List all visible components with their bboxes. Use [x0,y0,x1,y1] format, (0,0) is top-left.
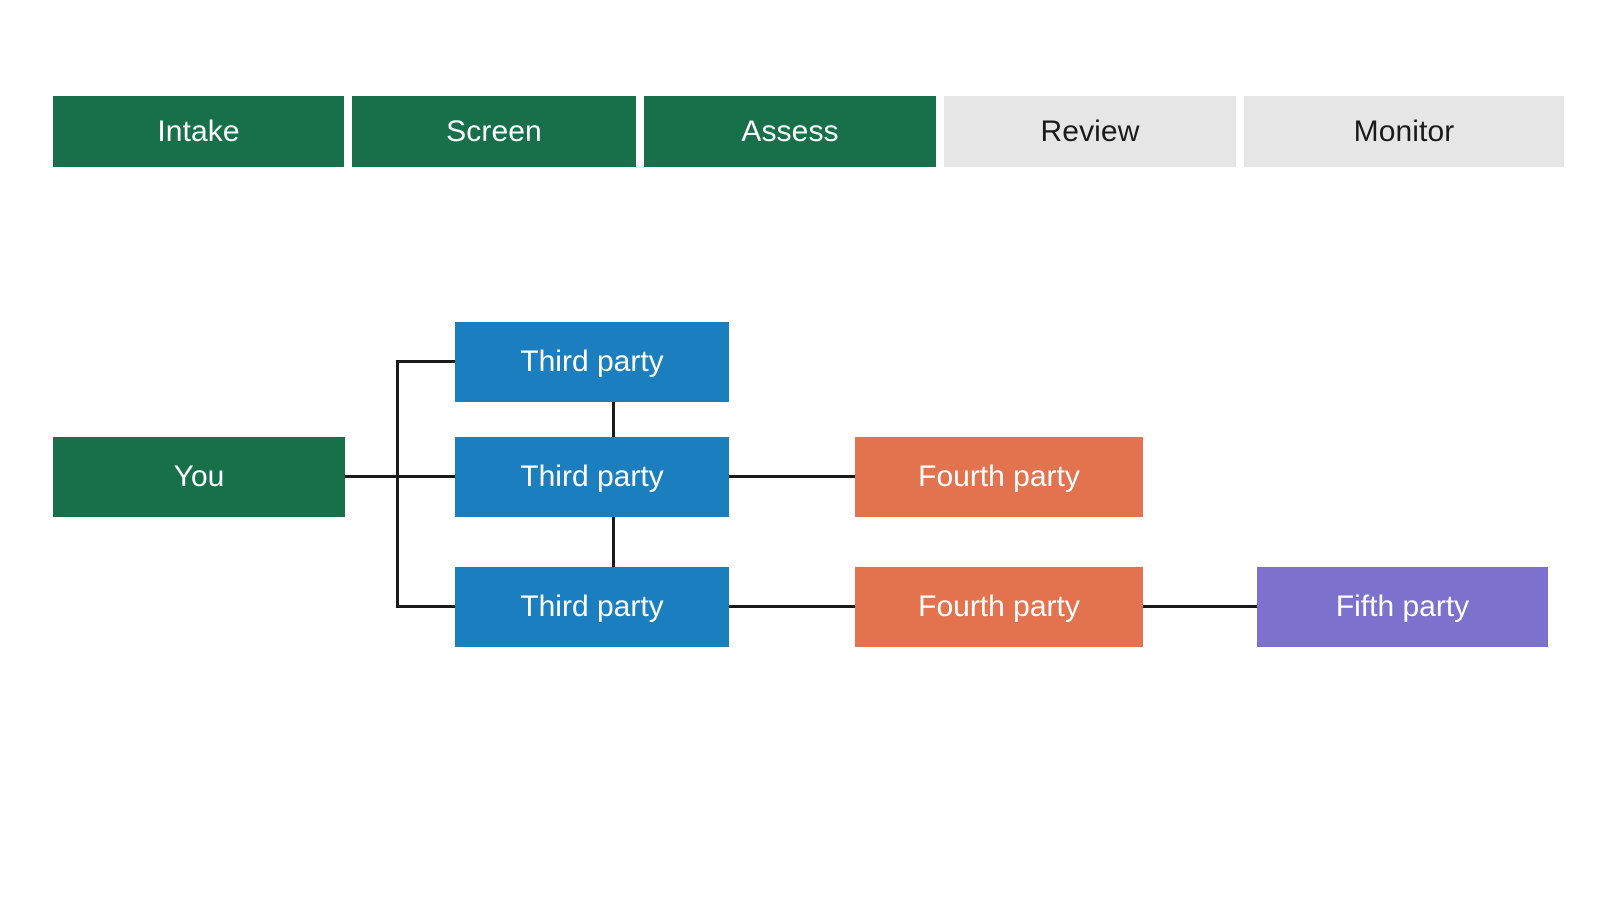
node-label: Third party [520,590,664,623]
stage-chip-label: Intake [157,114,240,148]
node-third-party-2[interactable]: Third party [455,437,729,517]
edge-third-2-to-third-3 [612,517,615,568]
node-fourth-party-1[interactable]: Fourth party [855,437,1143,517]
edge-third-3-to-fourth-2 [729,605,856,608]
stage-chip-assess[interactable]: Assess [644,96,936,167]
node-label: Fourth party [918,460,1080,493]
edge-third-2-to-fourth-1 [729,475,856,478]
stage-chip-label: Review [1040,114,1140,148]
stage-chip-label: Screen [446,114,542,148]
stage-chip-screen[interactable]: Screen [352,96,636,167]
stage-chip-label: Assess [741,114,839,148]
edge-trunk-to-third-2 [396,475,457,478]
node-third-party-1[interactable]: Third party [455,322,729,402]
node-label: Third party [520,345,664,378]
stage-progress-bar: Intake Screen Assess Review Monitor [53,96,1564,167]
edge-trunk-to-third-3 [396,605,457,608]
node-third-party-3[interactable]: Third party [455,567,729,647]
edge-third-1-to-third-2 [612,402,615,438]
node-label: Fifth party [1335,590,1470,623]
stage-chip-intake[interactable]: Intake [53,96,344,167]
node-fifth-party-1[interactable]: Fifth party [1257,567,1548,647]
node-fourth-party-2[interactable]: Fourth party [855,567,1143,647]
node-label: Fourth party [918,590,1080,623]
node-label: You [173,460,225,493]
edge-trunk-vertical [396,360,399,608]
stage-chip-review[interactable]: Review [944,96,1236,167]
node-label: Third party [520,460,664,493]
stage-chip-label: Monitor [1353,114,1455,148]
edge-fourth-2-to-fifth-1 [1143,605,1258,608]
edge-you-to-trunk [345,475,399,478]
edge-trunk-to-third-1 [396,360,457,363]
node-you[interactable]: You [53,437,345,517]
stage-chip-monitor[interactable]: Monitor [1244,96,1564,167]
